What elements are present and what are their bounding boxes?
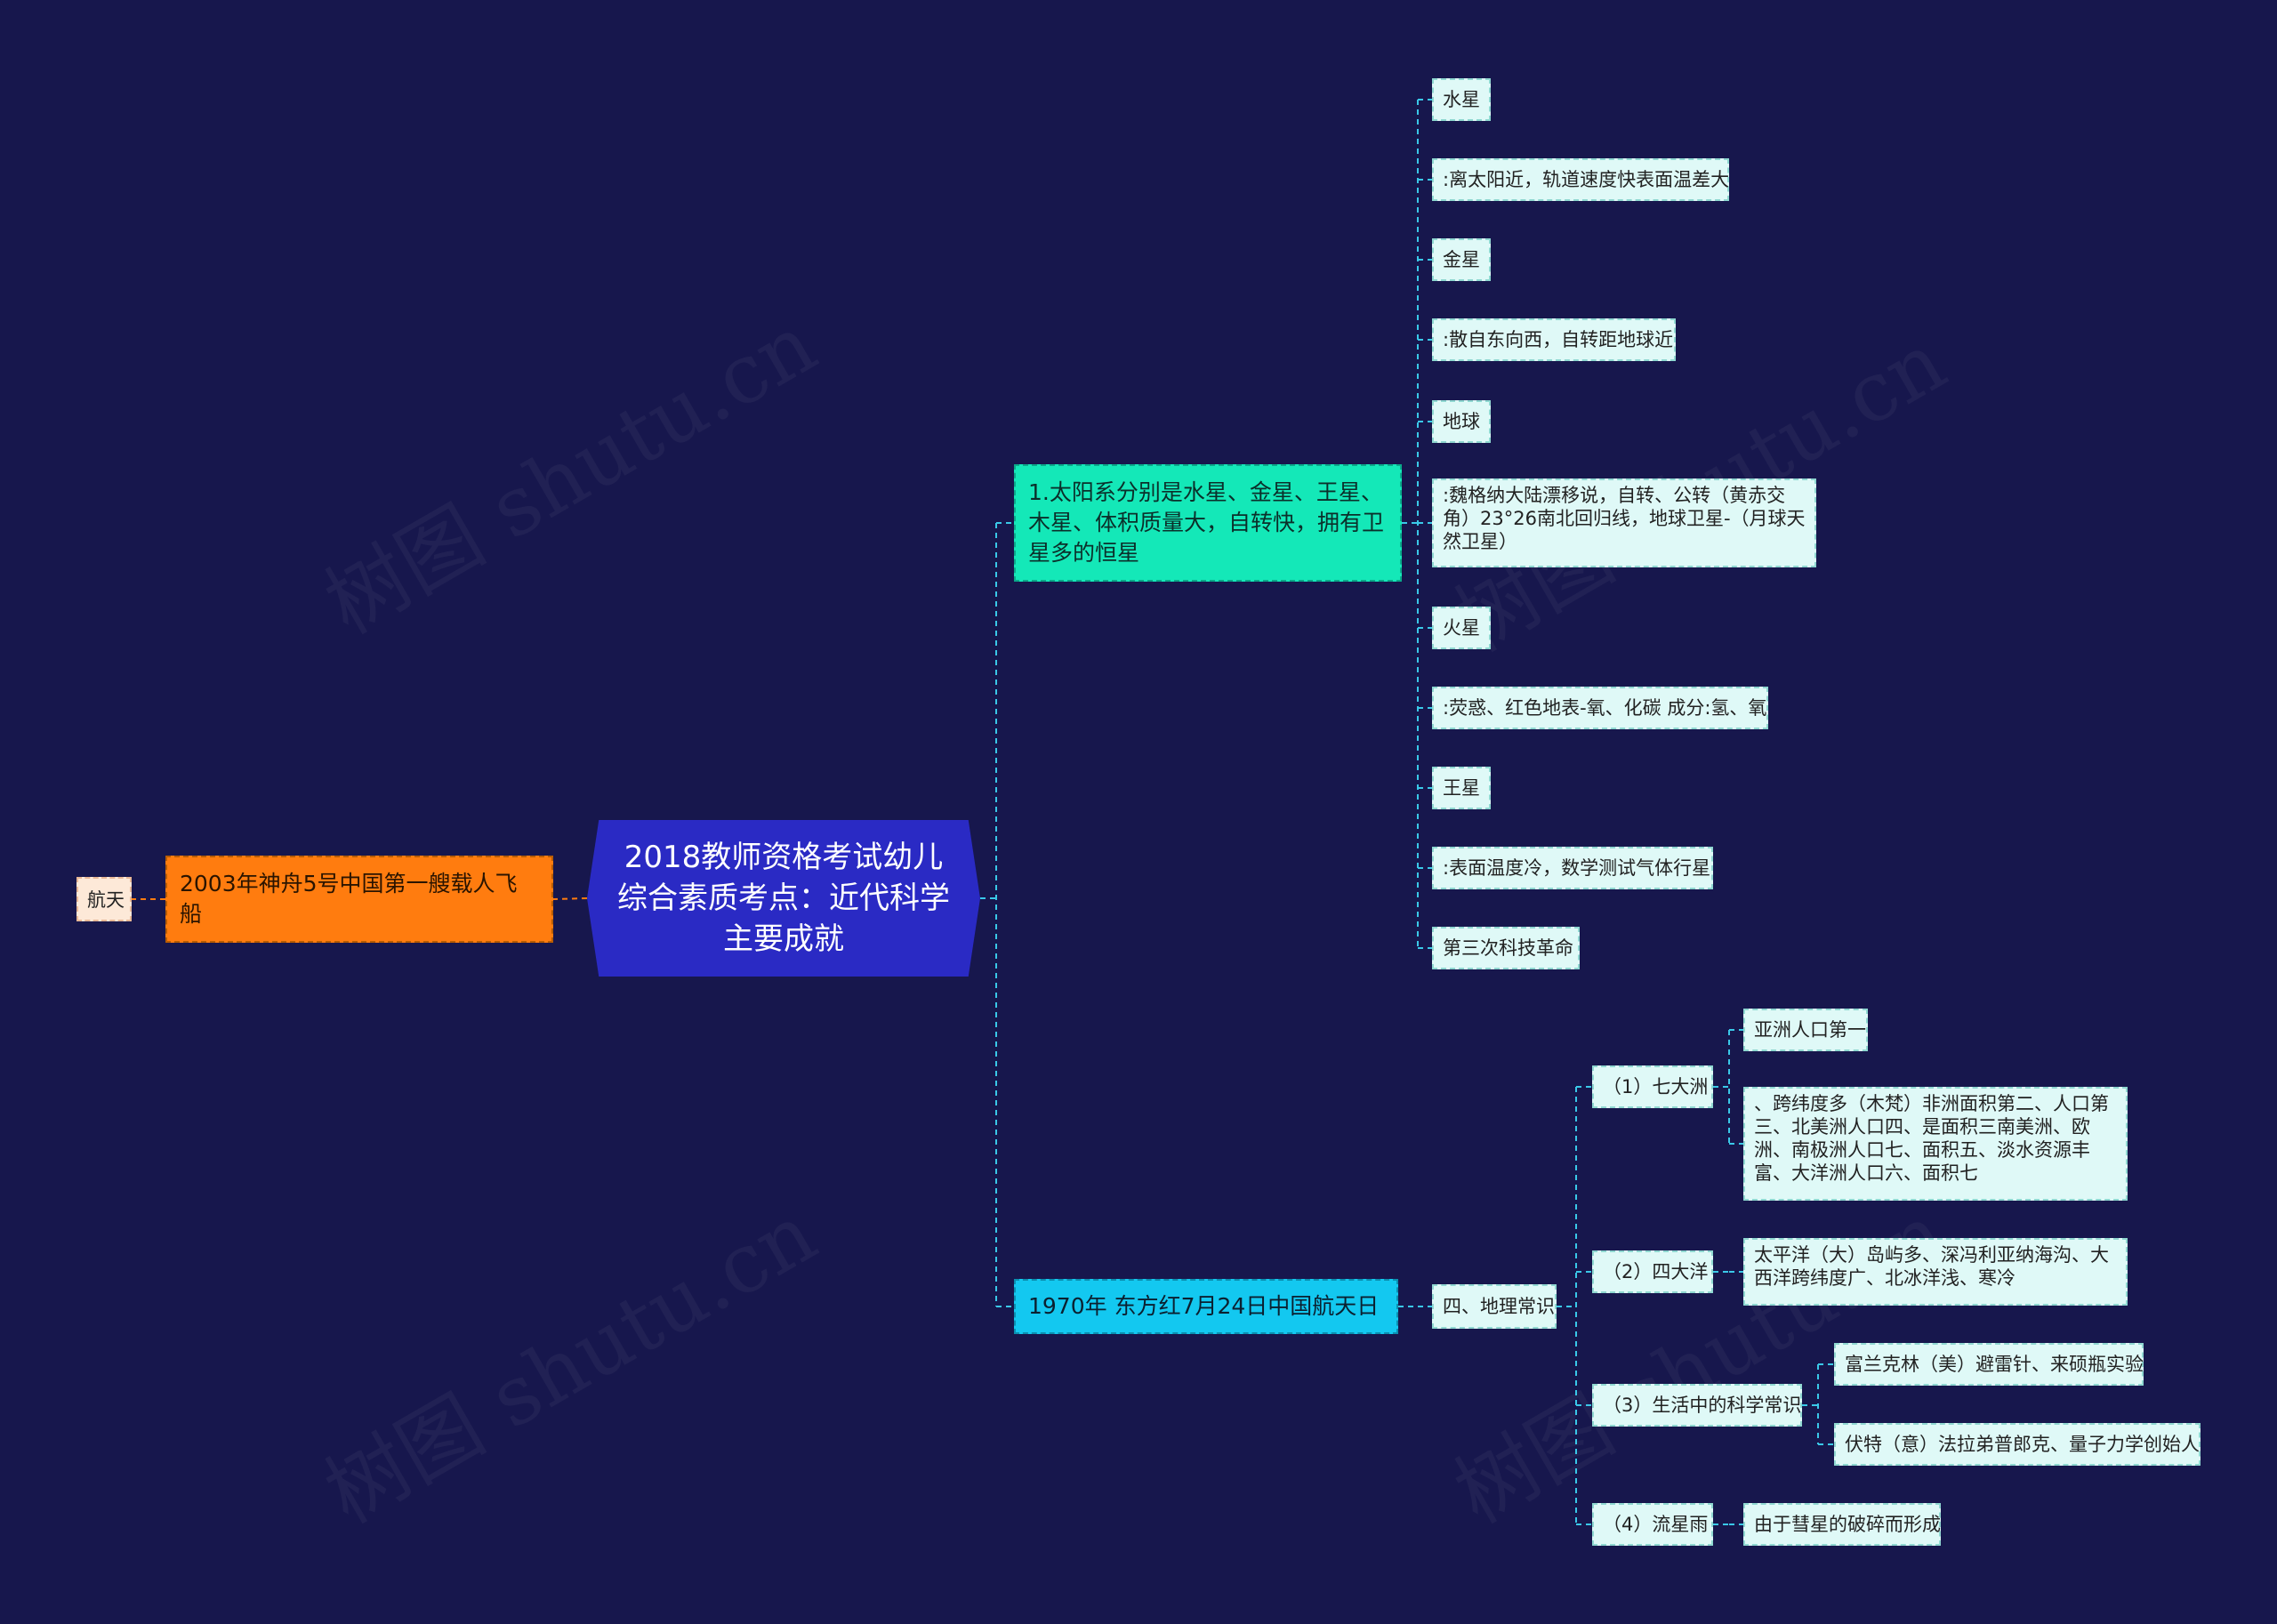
solar-item[interactable]: :散自东向西，自转距地球近 [1432,318,1676,361]
solar-item[interactable]: :表面温度冷，数学测试气体行星 [1432,847,1713,889]
leaf-hangtian[interactable]: 航天 [76,877,132,921]
continents-item[interactable]: 亚洲人口第一 [1743,1009,1868,1051]
solar-item[interactable]: 金星 [1432,238,1491,281]
solar-item[interactable]: :离太阳近，轨道速度快表面温差大 [1432,158,1729,201]
science-node[interactable]: （3）生活中的科学常识 [1592,1384,1802,1427]
branch-shenzhou[interactable]: 2003年神舟5号中国第一艘载人飞船 [165,856,553,943]
solar-item[interactable]: 火星 [1432,607,1491,649]
solar-item[interactable]: 地球 [1432,400,1491,443]
connector [552,897,588,900]
solar-item[interactable]: 第三次科技革命 [1432,927,1580,969]
meteor-node[interactable]: （4）流星雨 [1592,1503,1713,1546]
oceans-node[interactable]: （2）四大洋 [1592,1250,1713,1293]
branch-solar-system[interactable]: 1.太阳系分别是水星、金星、王星、木星、体积质量大，自转快，拥有卫星多的恒星 [1014,464,1402,582]
science-item[interactable]: 富兰克林（美）避雷针、来硕瓶实验 [1834,1343,2144,1386]
continents-item[interactable]: 、跨纬度多（木梵）非洲面积第二、人口第三、北美洲人口四、是面积三南美洲、欧洲、南… [1743,1087,2128,1201]
geography-node[interactable]: 四、地理常识 [1432,1284,1557,1329]
root-topic[interactable]: 2018教师资格考试幼儿综合素质考点：近代科学主要成就 [587,820,980,977]
solar-item[interactable]: 水星 [1432,78,1491,121]
continents-node[interactable]: （1）七大洲 [1592,1065,1713,1108]
solar-item[interactable]: :魏格纳大陆漂移说，自转、公转（黄赤交角）23°26南北回归线，地球卫星-（月球… [1432,478,1816,567]
oceans-item[interactable]: 太平洋（大）岛屿多、深冯利亚纳海沟、大西洋跨纬度广、北冰洋浅、寒冷 [1743,1238,2128,1306]
solar-item[interactable]: 王星 [1432,767,1491,809]
science-item[interactable]: 伏特（意）法拉弟普郎克、量子力学创始人 [1834,1423,2201,1466]
meteor-item[interactable]: 由于彗星的破碎而形成 [1743,1503,1941,1546]
solar-item[interactable]: :荧惑、红色地表-氧、化碳 成分:氢、氧 [1432,687,1768,729]
branch-space-day[interactable]: 1970年 东方红7月24日中国航天日 [1014,1279,1398,1334]
